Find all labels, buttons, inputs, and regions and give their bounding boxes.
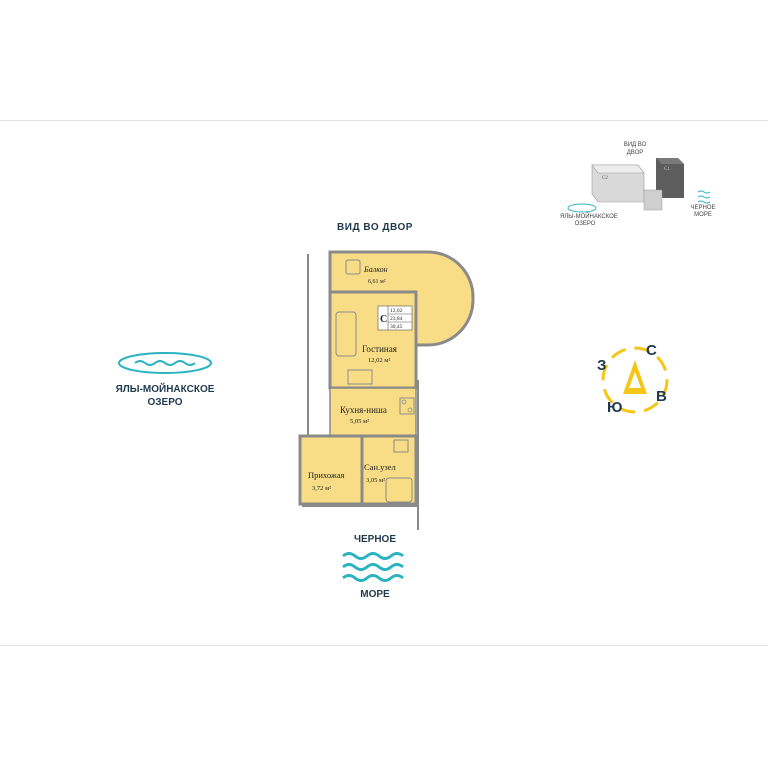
lake-label-line1: ЯЛЫ-МОЙНАКСКОЕ	[115, 384, 215, 395]
compass-north: С	[646, 342, 657, 359]
bath-area	[360, 434, 418, 506]
floor-plan: С 12,02 23,84 30,45 Балкон 6,61 м² Гости…	[298, 250, 475, 530]
balcony-area	[328, 250, 475, 347]
mini-lake-line2: ОЗЕРО	[574, 221, 596, 227]
compass-east: В	[656, 388, 667, 405]
table	[347, 369, 373, 385]
area-total-3: 30,45	[390, 324, 403, 330]
area-table	[377, 305, 413, 331]
mini-lake-line1: ЯЛЫ-МОЙНАКСКОЕ	[560, 214, 618, 220]
mini-block-a: C2	[602, 176, 608, 181]
lake-waves-icon	[118, 352, 212, 374]
living-area-label: 12,02 м²	[368, 357, 390, 364]
compass-west: З	[597, 357, 606, 374]
balcony-name: Балкон	[363, 265, 388, 274]
compass-icon: С В Ю З	[597, 342, 669, 416]
balcony-area-label: 6,61 м²	[368, 279, 386, 285]
mini-buildings: C2 C1	[567, 158, 711, 213]
bath-name: Сан.узел	[364, 462, 396, 472]
bathtub	[385, 477, 413, 503]
hall-area-label: 3,72 м²	[312, 485, 331, 492]
building-mini-map: ВИД ВО ДВОР C2 C1 ЯЛЫ-МОЙНАКСКОЕ ОЗЕРО Ч…	[560, 140, 720, 235]
kitchen-area-label: 5,05 м²	[350, 418, 369, 425]
lake-label-line2: ОЗЕРО	[147, 397, 183, 408]
sea-waves-icon	[342, 552, 404, 582]
hall-name: Прихожая	[308, 470, 345, 480]
armchair	[345, 259, 361, 275]
sofa	[335, 311, 357, 357]
view-courtyard-label: ВИД ВО ДВОР	[337, 222, 413, 233]
lake-block: ЯЛЫ-МОЙНАКСКОЕ ОЗЕРО	[110, 350, 220, 420]
kitchen-area	[329, 387, 417, 437]
living-name: Гостиная	[362, 344, 397, 354]
area-total-2: 23,84	[390, 316, 403, 322]
stove	[399, 397, 415, 415]
mini-sea-line2: МОРЕ	[694, 212, 712, 218]
sea-label-top: ЧЕРНОЕ	[353, 534, 397, 545]
compass-south: Ю	[607, 399, 622, 416]
unit-letter: С	[380, 314, 387, 325]
mini-view-line1: ВИД ВО	[623, 142, 647, 148]
sink	[393, 439, 409, 453]
hall-area	[298, 434, 364, 506]
sea-block: ЧЕРНОЕ МОРЕ	[335, 534, 415, 604]
area-total-1: 12,02	[390, 308, 403, 314]
bath-area-label: 3,05 м²	[366, 477, 385, 484]
mini-view-line2: ДВОР	[626, 150, 644, 156]
mini-block-b: C1	[664, 167, 670, 172]
mini-sea-line1: ЧЕРНОЕ	[690, 205, 716, 211]
sea-label-bottom: МОРЕ	[360, 589, 390, 600]
kitchen-name: Кухня-ниша	[340, 405, 387, 415]
